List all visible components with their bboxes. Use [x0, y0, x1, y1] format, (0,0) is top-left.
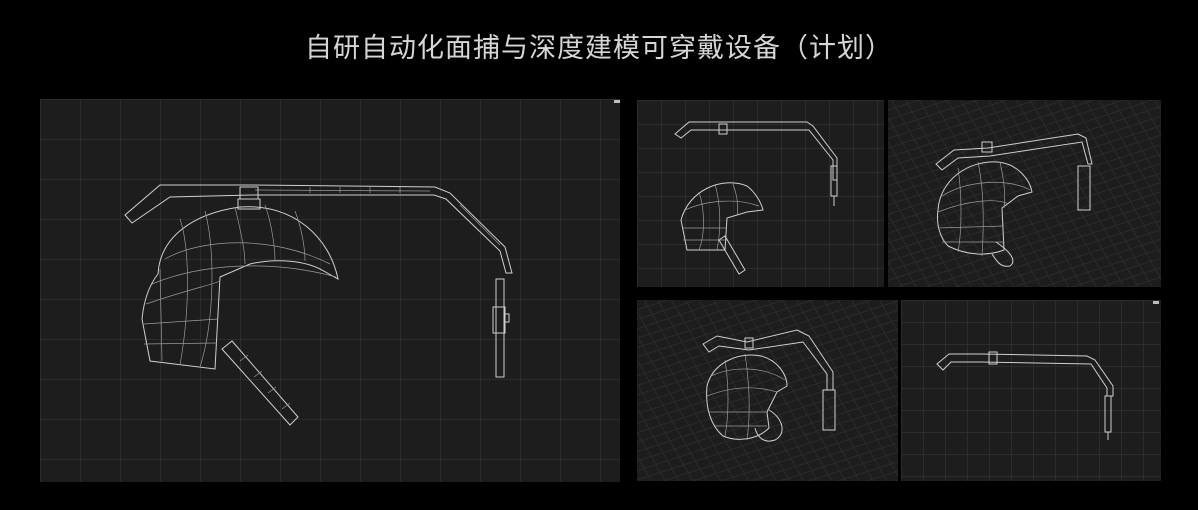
angled-perspective-view[interactable]	[637, 300, 898, 481]
helmet-rig-wireframe	[124, 184, 513, 426]
viewport-corner-marker	[614, 100, 620, 103]
side-view[interactable]	[637, 100, 884, 287]
page-title: 自研自动化面捕与深度建模可穿戴设备（计划）	[305, 33, 893, 64]
front-view[interactable]	[901, 300, 1161, 481]
main-perspective-view[interactable]	[40, 99, 620, 482]
perspective-view[interactable]	[888, 100, 1161, 287]
perspective-wireframe	[935, 133, 1093, 267]
side-wireframe	[674, 121, 838, 275]
front-wireframe	[936, 351, 1114, 440]
viewport-corner-marker	[1153, 301, 1159, 304]
angled-wireframe	[702, 329, 836, 442]
